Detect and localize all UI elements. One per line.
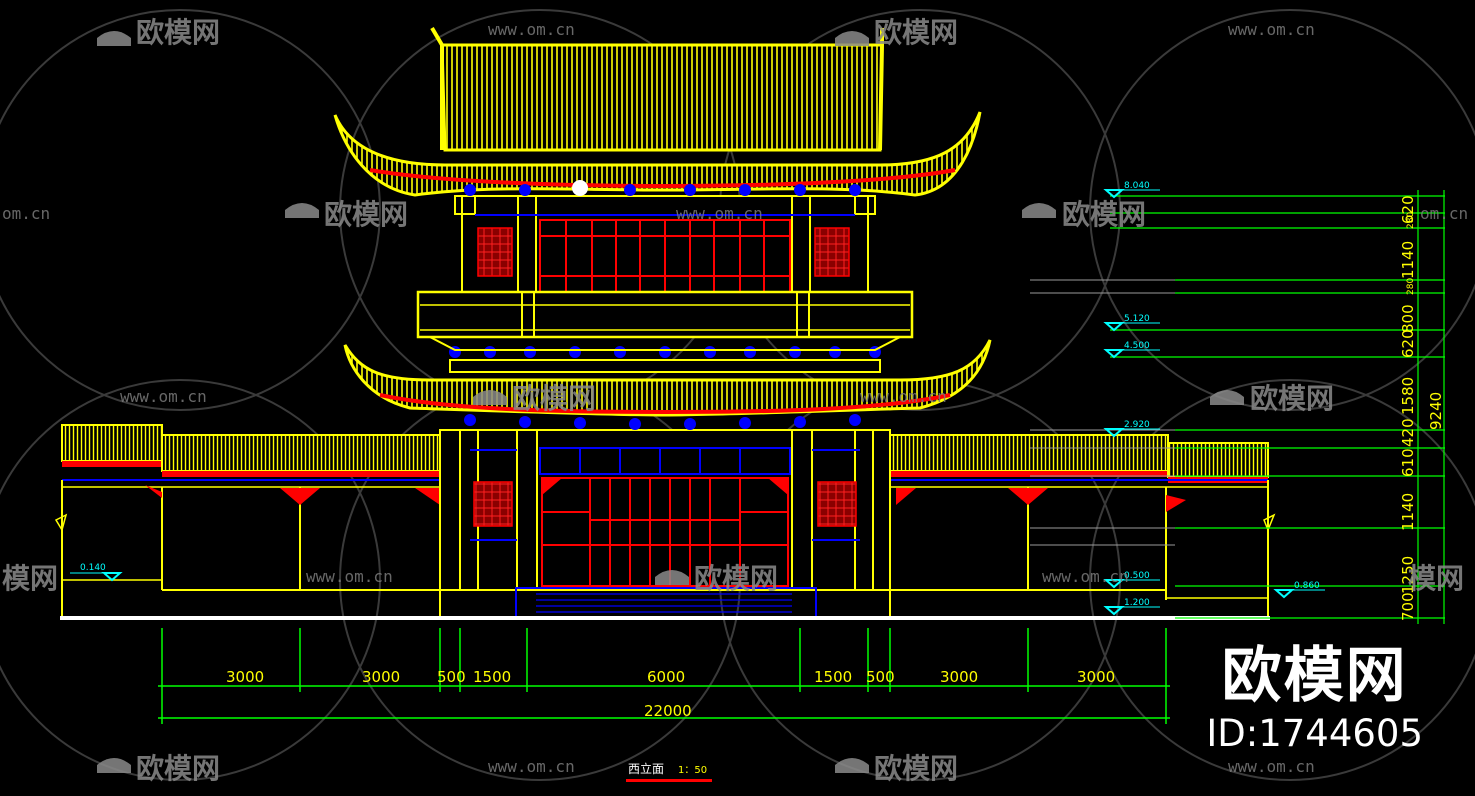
dim-total-height: 9240 — [1427, 392, 1445, 430]
dim-bottom-2: 3000 — [362, 668, 400, 686]
elevation-label-1: 8.040 — [1124, 181, 1150, 191]
watermark-url: www.om.cn — [488, 20, 575, 39]
watermark-logo-text: 欧模网 — [694, 562, 778, 595]
watermark-logo-text: 欧模网 — [1250, 382, 1334, 415]
elevation-label-3: 4.500 — [1124, 341, 1150, 351]
watermark-logo-partial: 模网 — [1408, 562, 1464, 595]
elevation-label-4: 2.920 — [1124, 420, 1150, 430]
dim-right-11: 280 — [1406, 212, 1416, 229]
upper-roof — [333, 26, 982, 197]
dim-right-10: 1140 — [1399, 241, 1417, 279]
dim-bottom-6: 1500 — [814, 668, 852, 686]
watermark-logo-text: 欧模网 — [136, 16, 220, 49]
ground-floor — [439, 429, 891, 619]
drawing-scale: 1：50 — [678, 765, 708, 776]
watermark-logo-text: 欧模网 — [874, 16, 958, 49]
watermark-logo-text: 欧模网 — [324, 198, 408, 231]
watermark-url: www.om.cn — [860, 387, 947, 406]
dim-right-12: 620 — [1399, 195, 1417, 224]
right-wing — [887, 434, 1276, 616]
upper-floor — [416, 195, 914, 351]
brand-title: 欧模网 — [1221, 641, 1408, 711]
level-lines — [1110, 190, 1445, 624]
watermark-url-partial: om.cn — [1420, 204, 1468, 223]
elevation-label-6: 0.500 — [1124, 571, 1150, 581]
elevation-label-5: 0.140 — [80, 563, 106, 573]
watermark-url-partial: om.cn — [2, 204, 50, 223]
bottom-dimension-lines — [158, 628, 1170, 724]
lower-roof — [343, 339, 992, 430]
dim-right-6: 1580 — [1399, 377, 1417, 415]
watermark-logo-text: 欧模网 — [874, 752, 958, 785]
drawing-caption: 西立面 1：50 — [628, 760, 707, 777]
dim-total-width: 22000 — [644, 702, 692, 720]
elevation-label-7: 1.200 — [1124, 598, 1150, 608]
watermark-url: www.om.cn — [120, 387, 207, 406]
dim-bottom-5: 6000 — [647, 668, 685, 686]
left-wing — [54, 424, 443, 616]
watermark-logo-text: 欧模网 — [512, 382, 596, 415]
watermark-url: www.om.cn — [1042, 567, 1129, 586]
dim-right-2: 1250 — [1399, 556, 1417, 594]
dim-bottom-7: 500 — [866, 668, 895, 686]
dim-right-8: 800 — [1399, 304, 1417, 333]
watermark-url: www.om.cn — [1228, 757, 1315, 776]
caption-underline — [626, 779, 712, 782]
brand-stamp: 欧模网 ID:1744605 — [1206, 640, 1423, 756]
dim-right-1: 700 — [1399, 592, 1417, 621]
dim-bottom-9: 3000 — [1077, 668, 1115, 686]
brand-id: ID:1744605 — [1206, 712, 1423, 755]
dim-bottom-8: 3000 — [940, 668, 978, 686]
dim-right-5: 420 — [1399, 418, 1417, 447]
watermark-url: www.om.cn — [676, 204, 763, 223]
dim-right-7: 620 — [1399, 329, 1417, 358]
watermark-logo-text: 欧模网 — [1062, 198, 1146, 231]
watermark-logo-text: 欧模网 — [136, 752, 220, 785]
dim-bottom-4: 1500 — [473, 668, 511, 686]
elevation-markers — [70, 189, 1325, 616]
watermark-url: www.om.cn — [306, 567, 393, 586]
dim-right-4: 610 — [1399, 448, 1417, 477]
watermark-logo-icon — [97, 31, 1244, 773]
dim-bottom-3: 500 — [437, 668, 466, 686]
dim-right-3: 1140 — [1399, 493, 1417, 531]
dim-right-9: 280 — [1406, 278, 1416, 295]
dim-bottom-1: 3000 — [226, 668, 264, 686]
watermark-logo-partial: 模网 — [2, 562, 58, 595]
drawing-title: 西立面 — [628, 762, 665, 776]
watermark-logos: 欧模网 欧模网 欧模网 欧模网 欧模网 欧模网 欧模网 欧模网 欧模网 模网 模… — [2, 16, 1468, 785]
elevation-label-8: 0.860 — [1294, 581, 1320, 591]
watermark-url: www.om.cn — [488, 757, 575, 776]
level-lines-gray — [1030, 279, 1175, 546]
watermark-url: www.om.cn — [1228, 20, 1315, 39]
elevation-label-2: 5.120 — [1124, 314, 1150, 324]
